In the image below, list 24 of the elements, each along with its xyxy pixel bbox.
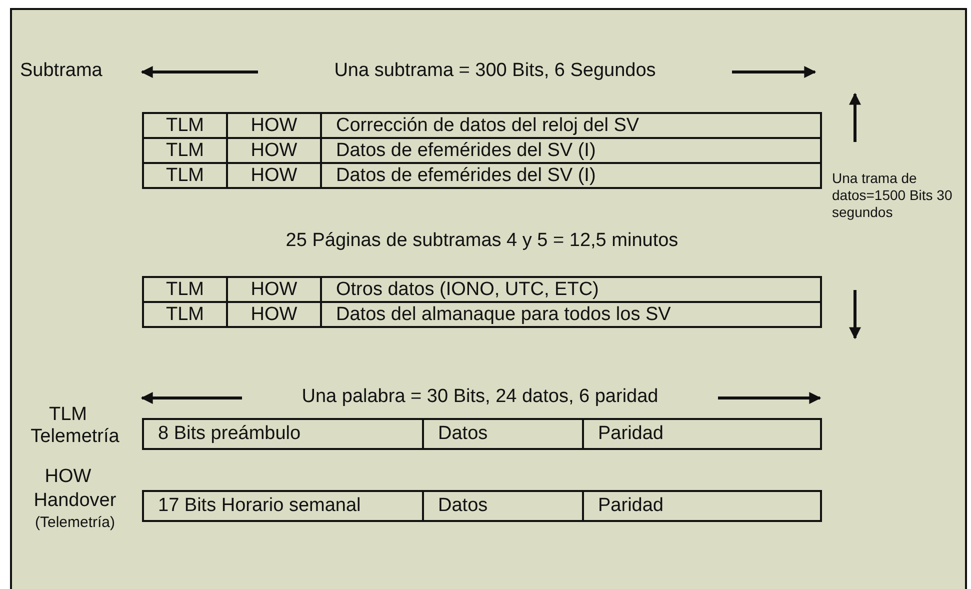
dimension-label: Una palabra = 30 Bits, 24 datos, 6 paridad bbox=[302, 386, 658, 409]
table-cell: TLM bbox=[142, 276, 228, 303]
table-cell: 17 Bits Horario semanal bbox=[142, 490, 424, 522]
row-label: HOW bbox=[44, 466, 92, 489]
note-text: Una trama de datos=1500 Bits 30 segundos bbox=[832, 170, 954, 220]
table-cell: Datos del almanaque para todos los SV bbox=[320, 301, 822, 328]
table-cell: TLM bbox=[142, 162, 228, 189]
row-label: Handover bbox=[34, 490, 116, 513]
table-cell: Datos bbox=[422, 418, 584, 450]
row-label: Subtrama bbox=[20, 60, 102, 83]
note-text: 25 Páginas de subtramas 4 y 5 = 12,5 minutos bbox=[286, 230, 678, 253]
table-cell: Datos bbox=[422, 490, 584, 522]
table-cell: TLM bbox=[142, 301, 228, 328]
table-cell: Paridad bbox=[582, 490, 822, 522]
table-cell: 8 Bits preámbulo bbox=[142, 418, 424, 450]
table-cell: Otros datos (IONO, UTC, ETC) bbox=[320, 276, 822, 303]
table-cell: Paridad bbox=[582, 418, 822, 450]
row-label: Telemetría bbox=[30, 426, 120, 449]
row-label: TLM bbox=[49, 404, 87, 427]
row-label: (Telemetría) bbox=[34, 514, 116, 532]
table-cell: Corrección de datos del reloj del SV bbox=[320, 112, 822, 139]
dimension-label: Una subtrama = 300 Bits, 6 Segundos bbox=[334, 60, 656, 83]
table-cell: Datos de efemérides del SV (I) bbox=[320, 162, 822, 189]
table-cell: TLM bbox=[142, 112, 228, 139]
